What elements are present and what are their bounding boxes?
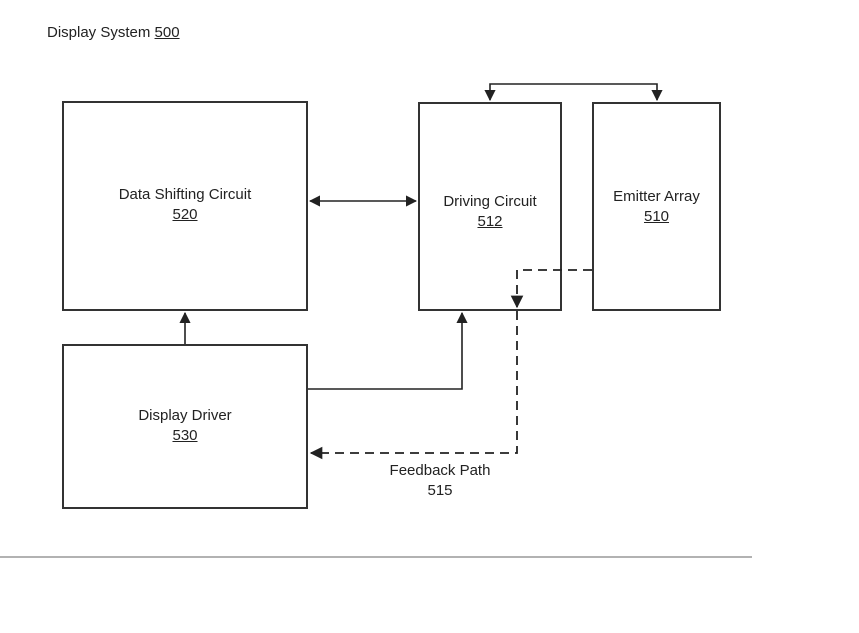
display-driver-name: Display Driver [138,407,232,424]
emitter-array-ref: 510 [643,208,670,225]
display-driver-to-driving-arrow [308,311,468,390]
driving-circuit-name: Driving Circuit [443,193,537,210]
data-shifting-circuit-label: Data Shifting Circuit 520 [62,185,308,225]
feedback-path-segment-top [510,269,592,309]
data-shifting-circuit-block [62,101,308,311]
feedback-path-label: Feedback Path 515 [370,461,510,501]
data-shifting-circuit-name: Data Shifting Circuit [118,186,252,203]
display-driver-block [62,344,308,509]
driving-circuit-ref: 512 [477,213,503,230]
figure-title-text: Display System [47,24,151,41]
driving-circuit-block [418,102,562,311]
figure-title-ref: 500 [154,24,180,41]
emitter-array-name: Emitter Array [613,188,700,205]
feedback-path-segment-bottom [309,311,518,460]
data-shifting-circuit-ref: 520 [172,206,198,223]
driving-circuit-label: Driving Circuit 512 [418,192,562,232]
feedback-path-name: Feedback Path [389,462,491,479]
display-driver-ref: 530 [172,427,198,444]
display-driver-label: Display Driver 530 [62,406,308,446]
feedback-path-ref: 515 [427,482,453,499]
emitter-array-block [592,102,721,311]
emitter-array-label: Emitter Array 510 [592,187,721,227]
figure-title: Display System 500 [47,24,180,41]
driving-emitter-arrow [484,83,663,102]
